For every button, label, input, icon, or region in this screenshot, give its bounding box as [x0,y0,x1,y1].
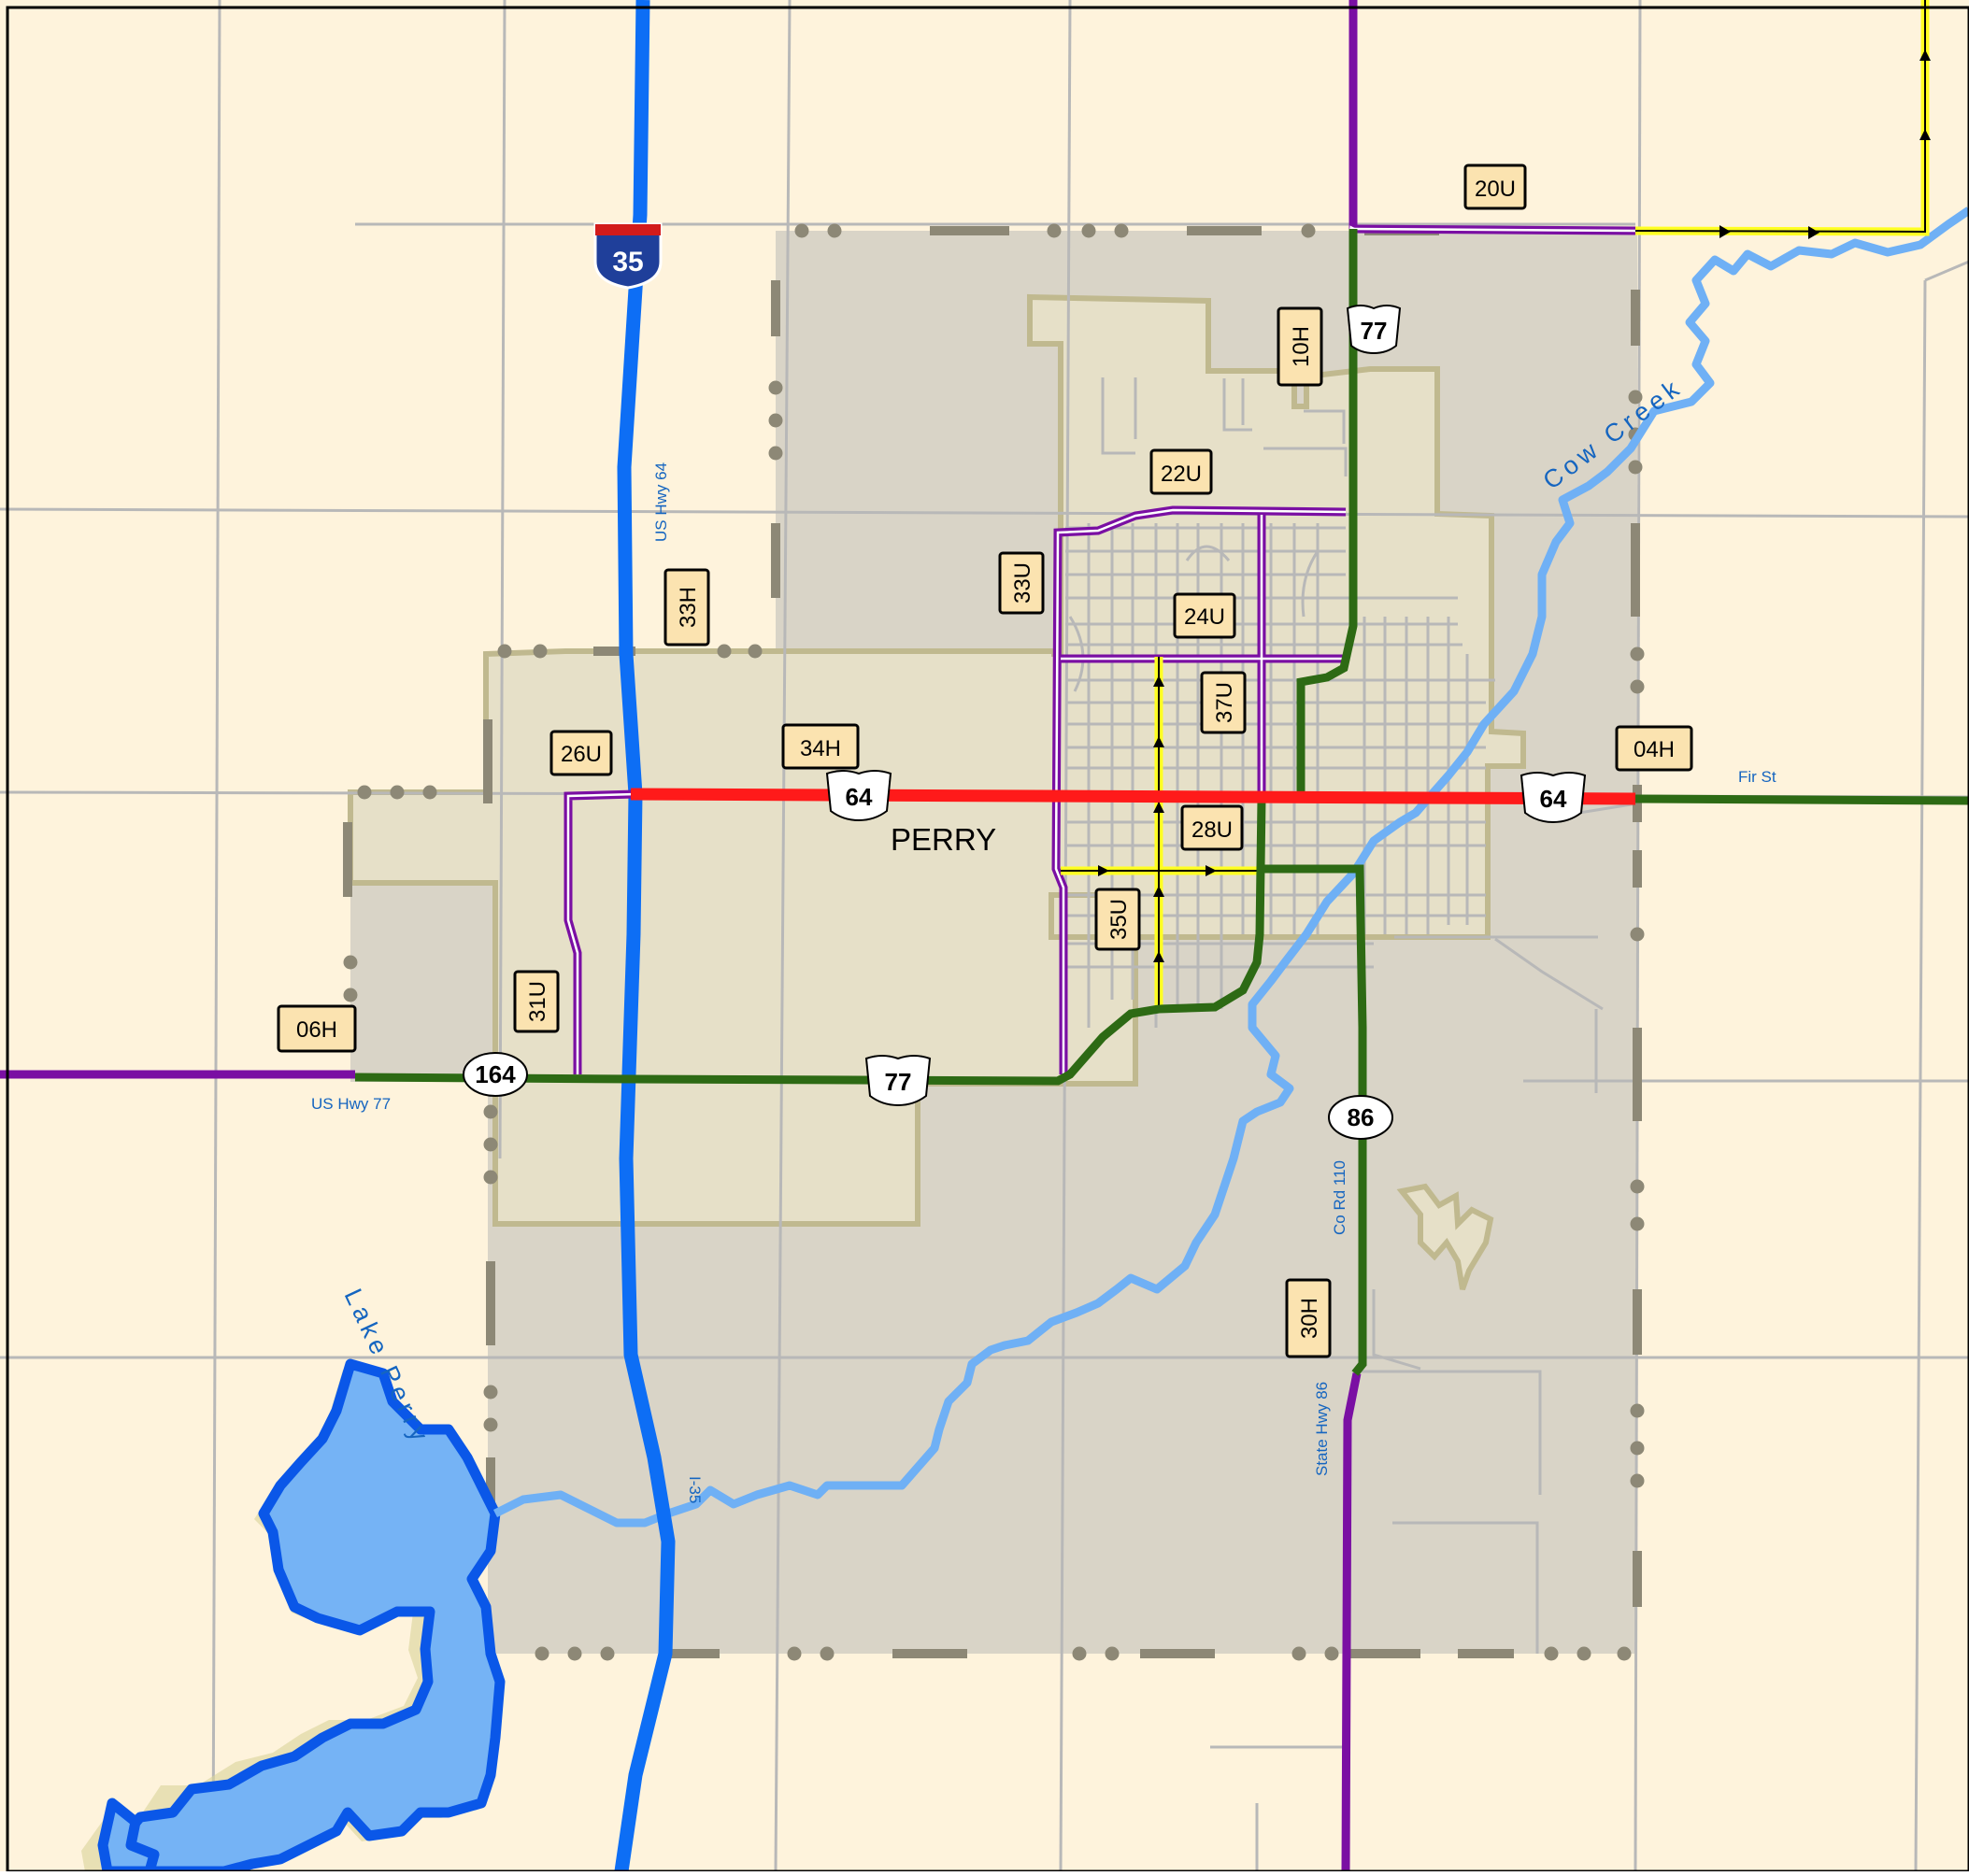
svg-text:20U: 20U [1475,177,1516,202]
interstate-shield-number: 35 [612,247,643,277]
yellow-route-arrows [1098,50,1931,962]
svg-text:31U: 31U [525,981,550,1022]
route-tag-10H[interactable]: 10H [1277,306,1323,387]
route-tag-06H[interactable]: 06H [277,1004,357,1053]
road-labels: US Hwy 64 US Hwy 77 Fir St Co Rd 110 Sta… [311,462,1776,1503]
svg-text:33U: 33U [1010,562,1035,604]
svg-text:04H: 04H [1634,737,1675,762]
us-shield-77-south-number: 77 [885,1068,912,1096]
us-shield-77-north-number: 77 [1361,317,1388,345]
study-area-boundary [343,223,1645,1661]
cow-creek [492,206,1969,1528]
svg-text:37U: 37U [1212,682,1237,723]
svg-text:28U: 28U [1191,817,1233,843]
us-shield-64-west-number: 64 [846,783,873,811]
route-tag-26U[interactable]: 26U [549,730,613,776]
state-shield-164-number: 164 [475,1060,516,1088]
svg-text:33H: 33H [676,587,701,628]
us-shield-77-south[interactable]: 77 [864,1055,932,1107]
route-tag-20U[interactable]: 20U [1463,163,1527,210]
state-hwy-86-label: State Hwy 86 [1313,1382,1331,1476]
yellow-route-centers [1061,0,1926,1009]
svg-text:24U: 24U [1184,604,1225,630]
state-shield-86-number: 86 [1348,1103,1375,1131]
us-hwy-64-label: US Hwy 64 [652,462,670,542]
route-tag-04H[interactable]: 04H [1615,725,1693,772]
us-hwy-77-label: US Hwy 77 [311,1095,391,1113]
route-tag-31U[interactable]: 31U [513,970,560,1033]
us-shield-64-east-number: 64 [1540,785,1567,813]
i-35-label: I-35 [686,1476,704,1503]
route-tag-33H[interactable]: 33H [663,568,710,647]
route-tag-37U[interactable]: 37U [1200,671,1247,734]
us-shield-77-north[interactable]: 77 [1346,305,1402,355]
route-tag-33U[interactable]: 33U [998,551,1045,615]
city-label: PERRY [891,822,996,857]
us-shield-64-east[interactable]: 64 [1520,772,1587,824]
svg-text:22U: 22U [1161,462,1202,487]
route-tag-35U[interactable]: 35U [1094,888,1141,951]
route-tag-28U[interactable]: 28U [1180,804,1244,851]
svg-text:10H: 10H [1289,326,1314,367]
svg-text:30H: 30H [1297,1298,1322,1339]
svg-text:06H: 06H [296,1017,337,1043]
interstate-35 [614,0,676,1873]
svg-text:26U: 26U [561,742,602,767]
co-rd-110-label: Co Rd 110 [1331,1160,1348,1235]
route-tag-22U[interactable]: 22U [1149,448,1213,495]
svg-text:35U: 35U [1106,899,1132,940]
fir-st-label: Fir St [1738,768,1776,786]
svg-text:34H: 34H [800,736,841,761]
green-routes [354,229,1969,1376]
red-route-us64 [630,788,1636,805]
state-shield-164[interactable]: 164 [463,1052,528,1097]
purple-route-centers [566,225,1636,1074]
route-tag-30H[interactable]: 30H [1285,1278,1332,1358]
interstate-shield-icon[interactable]: 35 [593,222,663,290]
us-shield-64-west[interactable]: 64 [825,770,892,822]
route-tags: 20U 10H 22U 33U 24U 33H 37U 26U 34H 04H … [277,163,1693,1358]
route-tag-24U[interactable]: 24U [1173,592,1236,639]
route-tag-34H[interactable]: 34H [781,723,860,770]
state-shield-86[interactable]: 86 [1328,1095,1393,1140]
